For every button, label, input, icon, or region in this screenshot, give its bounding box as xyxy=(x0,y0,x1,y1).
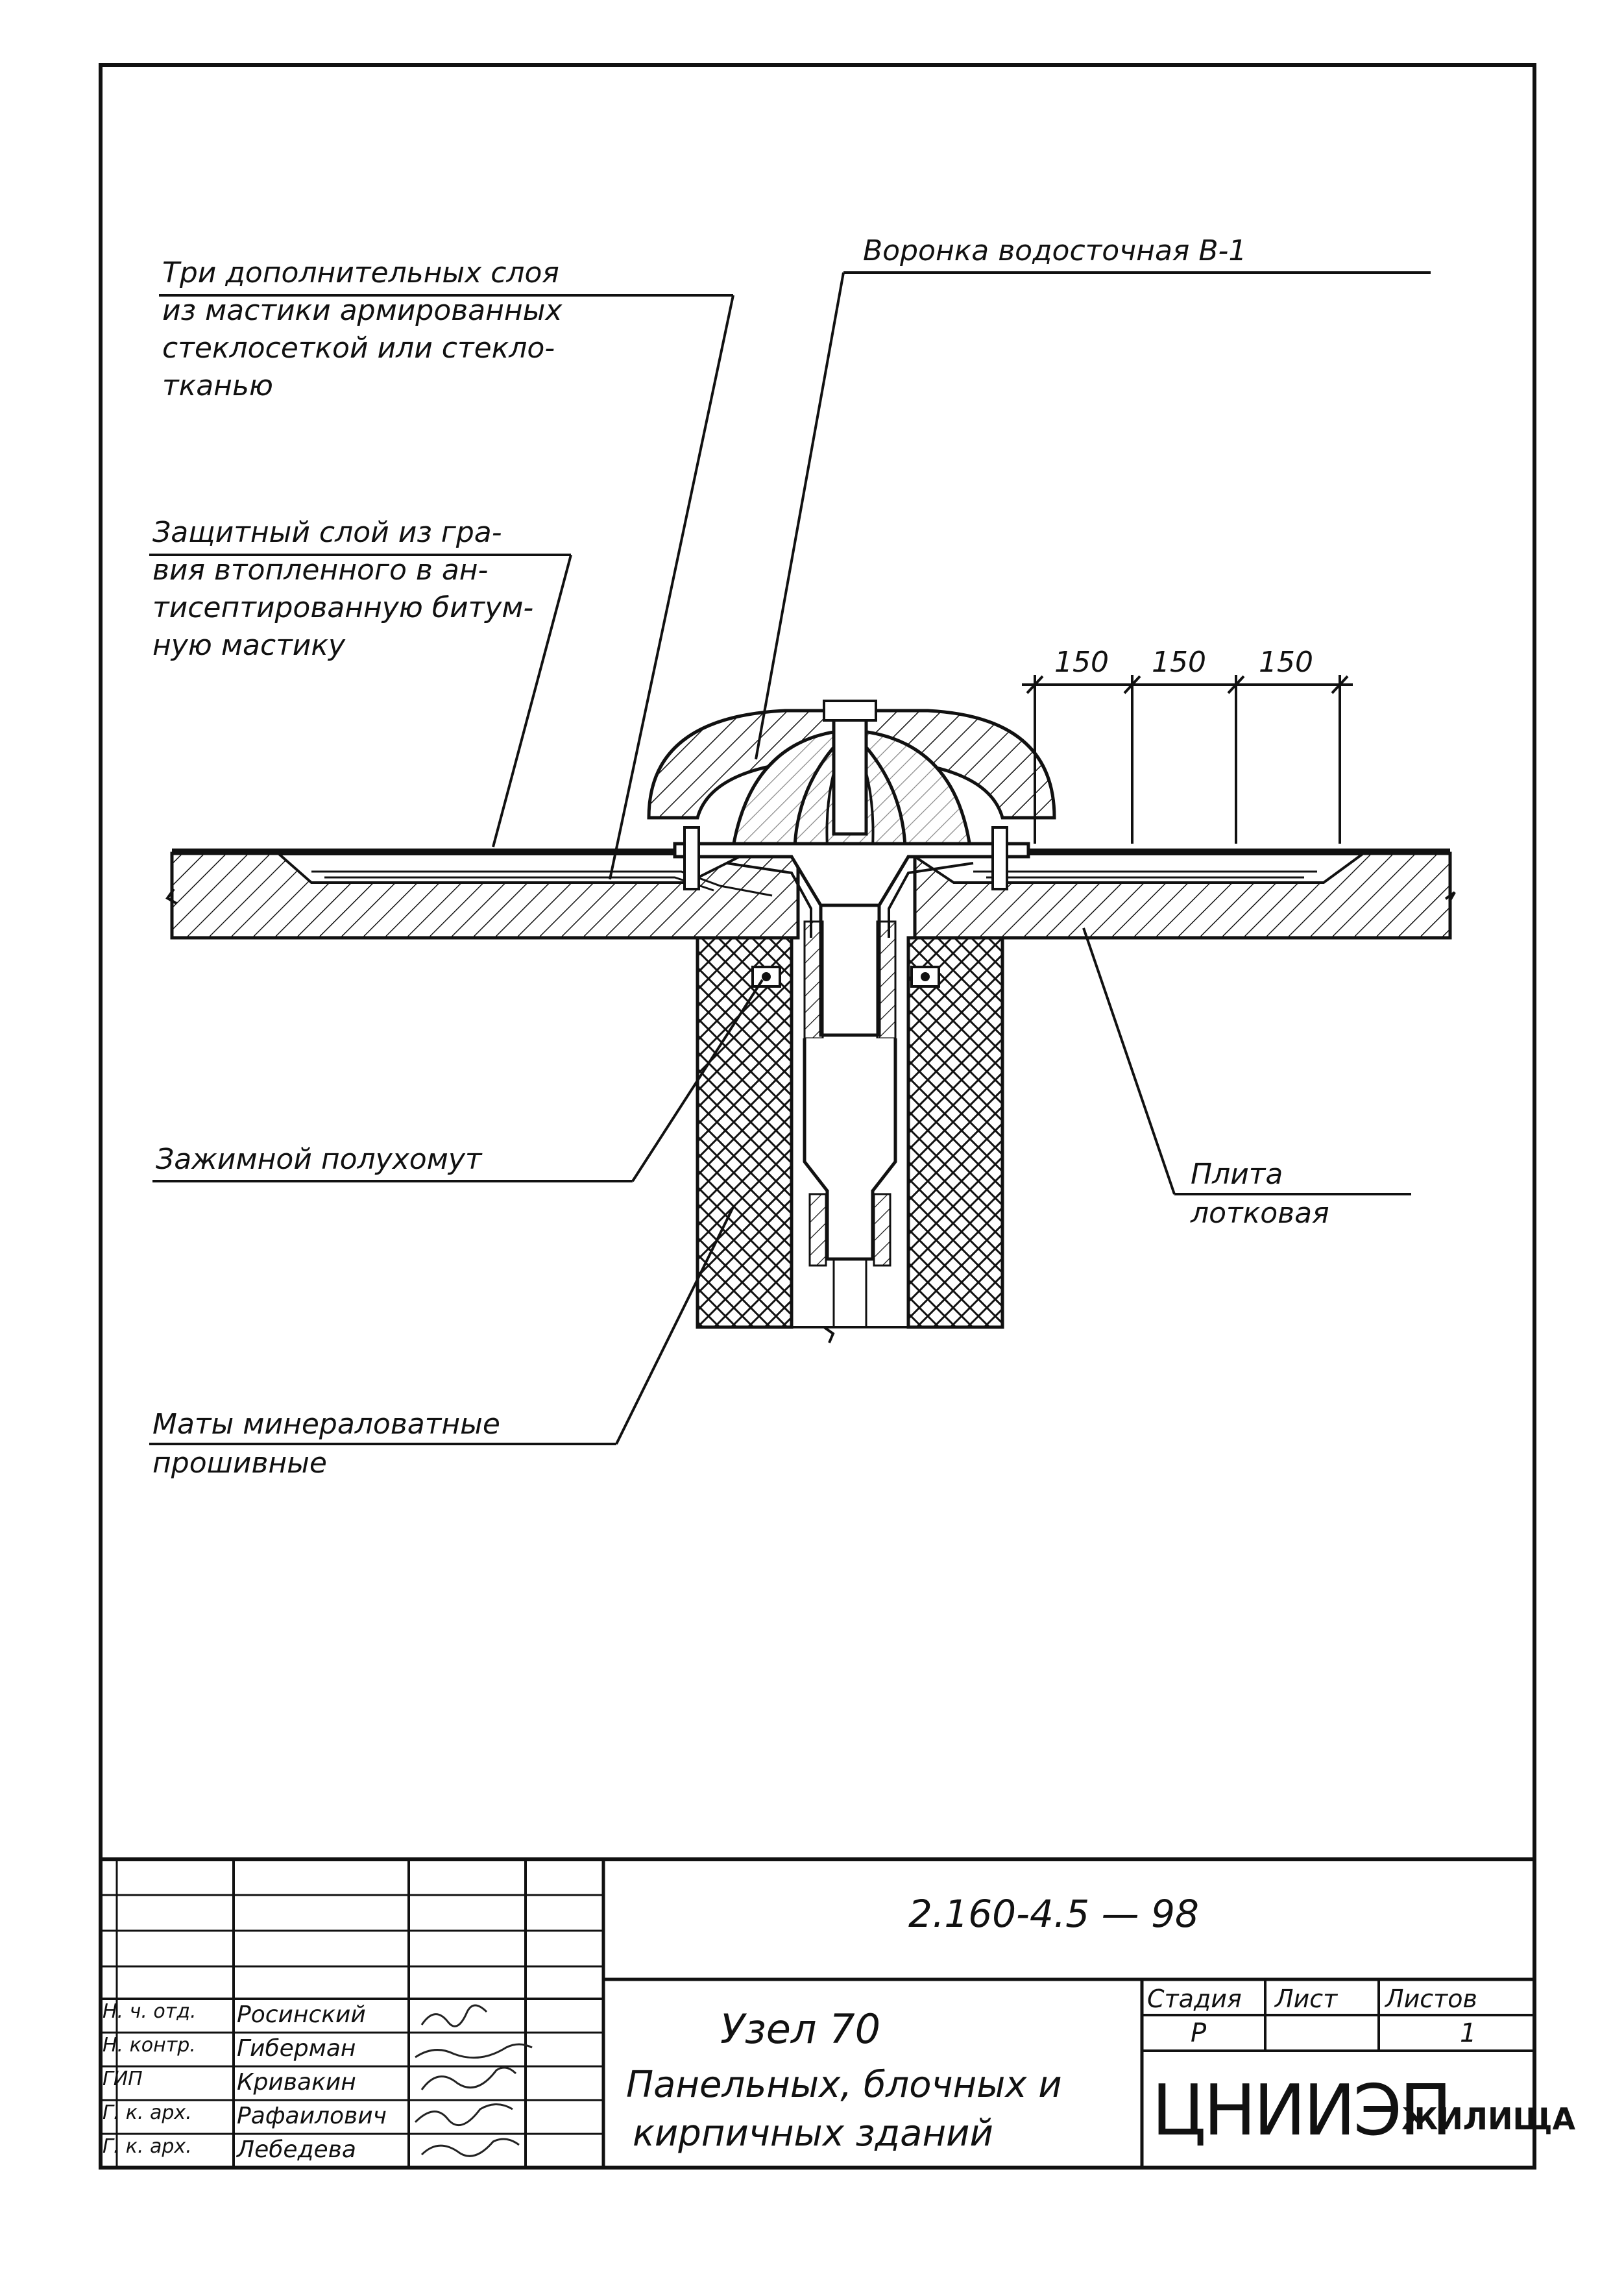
role-4: Г. к. арх. xyxy=(103,2101,192,2124)
org-logo: ЦНИИЭП xyxy=(1152,2070,1452,2151)
org-suffix: ЖИЛИЩА xyxy=(1401,2101,1576,2136)
name-5: Лебедева xyxy=(237,2136,356,2163)
node-subtitle-2: кирпичных зданий xyxy=(633,2112,993,2155)
role-1: Н. ч. отд. xyxy=(103,2000,197,2023)
doc-code: 2.160-4.5 — 98 xyxy=(908,1892,1199,1936)
node-title: Узел 70 xyxy=(720,2005,881,2053)
dimension-3: 150 xyxy=(1259,646,1313,679)
role-5: Г. к. арх. xyxy=(103,2135,192,2158)
name-1: Росинский xyxy=(237,2001,366,2028)
name-2: Гиберман xyxy=(237,2035,356,2062)
dimension-lines xyxy=(1022,675,1353,844)
callout-mats: Маты минераловатные прошивные xyxy=(152,1408,500,1480)
callout-protective: Защитный слой из гра- вия втопленного в … xyxy=(152,516,534,662)
node-subtitle-1: Панельных, блочных и xyxy=(626,2064,1062,2106)
sheets-label: Листов xyxy=(1385,1985,1477,2013)
callout-layers: Три дополнительных слоя из мастики армир… xyxy=(162,256,563,402)
role-3: ГИП xyxy=(103,2068,143,2090)
title-block-grid xyxy=(99,1857,1536,2170)
drain-funnel xyxy=(647,700,1056,1343)
name-4: Рафаилович xyxy=(237,2103,387,2129)
name-3: Кривакин xyxy=(237,2069,356,2096)
insulation-mats xyxy=(696,936,1004,1329)
callout-slab: Плита лотковая xyxy=(1191,1158,1329,1230)
role-2: Н. контр. xyxy=(103,2034,196,2057)
callout-funnel: Воронка водосточная В-1 xyxy=(863,234,1247,267)
leader-lines xyxy=(149,271,1431,1445)
dimension-2: 150 xyxy=(1152,646,1206,679)
stage-value: Р xyxy=(1191,2018,1207,2048)
callout-clamp: Зажимной полухомут xyxy=(156,1143,482,1176)
sheets-value: 1 xyxy=(1460,2018,1477,2048)
roof-slab xyxy=(165,848,1456,940)
sheet-label: Лист xyxy=(1275,1985,1338,2013)
stage-label: Стадия xyxy=(1147,1985,1242,2013)
dimension-1: 150 xyxy=(1054,646,1109,679)
